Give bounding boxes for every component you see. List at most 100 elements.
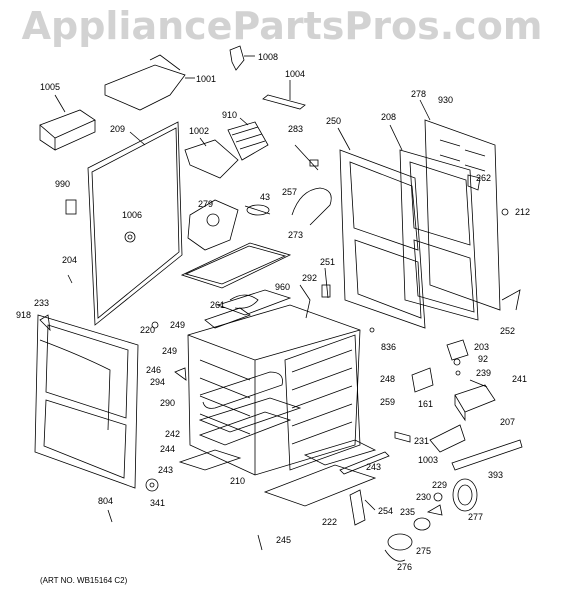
label-235: 235: [400, 507, 415, 517]
part-229-drawing: [433, 492, 443, 502]
label-283: 283: [288, 124, 303, 134]
part-1003-drawing: [429, 424, 466, 453]
label-918: 918: [16, 310, 31, 320]
label-212: 212: [515, 207, 530, 217]
part-292-drawing: [299, 284, 311, 319]
label-249-top: 249: [170, 320, 185, 330]
part-251-drawing: [321, 267, 331, 299]
label-1002: 1002: [189, 126, 209, 136]
part-250-drawing: [337, 127, 426, 329]
part-208-drawing: [389, 124, 479, 321]
part-212-drawing: [501, 208, 509, 216]
label-393: 393: [488, 470, 503, 480]
label-248: 248: [380, 374, 395, 384]
part-207-drawing: [454, 384, 496, 422]
label-292: 292: [302, 273, 317, 283]
part-235-drawing: [413, 517, 431, 531]
label-249: 249: [162, 346, 177, 356]
label-246: 246: [146, 365, 161, 375]
part-257-drawing: [291, 187, 332, 226]
label-930: 930: [438, 95, 453, 105]
label-245: 245: [276, 535, 291, 545]
label-209: 209: [110, 124, 125, 134]
part-275-drawing: [387, 533, 413, 551]
label-262: 262: [476, 173, 491, 183]
part-254-drawing: [364, 499, 376, 511]
label-92: 92: [478, 354, 488, 364]
label-1003: 1003: [418, 455, 438, 465]
part-279-drawing: [187, 199, 239, 251]
part-1005-drawing: [39, 94, 96, 151]
part-210-drawing: [263, 464, 377, 507]
part-92-drawing: [453, 358, 461, 366]
part-836-drawing: [369, 327, 375, 333]
label-203: 203: [474, 342, 489, 352]
label-275: 275: [416, 546, 431, 556]
label-341: 341: [150, 498, 165, 508]
part-43-drawing: [244, 204, 271, 216]
label-1004: 1004: [285, 69, 305, 79]
label-910: 910: [222, 110, 237, 120]
part-241-drawing: [469, 379, 488, 388]
part-277-drawing: [452, 478, 478, 512]
part-222-drawing: [349, 489, 366, 526]
part-960-drawing: [216, 289, 292, 316]
label-259: 259: [380, 397, 395, 407]
part-393-drawing: [451, 439, 523, 471]
part-283-drawing: [294, 144, 319, 171]
art-number-caption: (ART NO. WB15164 C2): [40, 576, 128, 585]
label-277: 277: [468, 512, 483, 522]
label-1001: 1001: [196, 74, 216, 84]
label-278: 278: [411, 89, 426, 99]
label-251: 251: [320, 257, 335, 267]
part-1006-drawing: [124, 231, 136, 243]
label-208: 208: [381, 112, 396, 122]
part-248-drawing: [284, 334, 361, 471]
part-1008-drawing: [229, 45, 255, 71]
label-207: 207: [500, 417, 515, 427]
part-231-drawing: [394, 431, 411, 443]
part-243-drawing-right: [303, 439, 377, 466]
label-244: 244: [160, 444, 175, 454]
part-252-drawing: [501, 289, 521, 311]
label-161: 161: [418, 399, 433, 409]
part-244-drawing: [198, 411, 292, 446]
part-233-drawing: [39, 314, 51, 332]
part-990-drawing: [65, 199, 77, 215]
label-276: 276: [397, 562, 412, 572]
part-278-drawing: [419, 99, 501, 311]
label-204: 204: [62, 255, 77, 265]
part-243-drawing-left: [178, 449, 242, 471]
part-259-drawing: [339, 451, 390, 475]
part-1001-drawing: [104, 54, 195, 111]
label-1006: 1006: [122, 210, 142, 220]
label-233: 233: [34, 298, 49, 308]
label-273: 273: [288, 230, 303, 240]
part-341-drawing: [145, 478, 159, 492]
part-804-drawing: [107, 509, 113, 523]
label-261: 261: [210, 300, 225, 310]
part-276-drawing: [384, 549, 406, 562]
label-243-right: 243: [366, 462, 381, 472]
label-279: 279: [198, 199, 213, 209]
label-210: 210: [230, 476, 245, 486]
part-290-drawing: [199, 371, 283, 409]
label-990: 990: [55, 179, 70, 189]
label-252: 252: [500, 326, 515, 336]
part-245-drawing: [257, 534, 263, 551]
label-290: 290: [160, 398, 175, 408]
part-203-drawing: [446, 339, 469, 361]
part-230-drawing: [426, 504, 443, 516]
label-836: 836: [381, 342, 396, 352]
label-239: 239: [476, 368, 491, 378]
label-1005: 1005: [40, 82, 60, 92]
label-220: 220: [140, 325, 155, 335]
part-273-drawing: [180, 242, 292, 289]
label-222: 222: [322, 517, 337, 527]
part-1004-drawing: [262, 80, 306, 110]
label-230: 230: [416, 492, 431, 502]
watermark: AppliancePartsPros.com: [21, 4, 543, 48]
label-43: 43: [260, 192, 270, 202]
